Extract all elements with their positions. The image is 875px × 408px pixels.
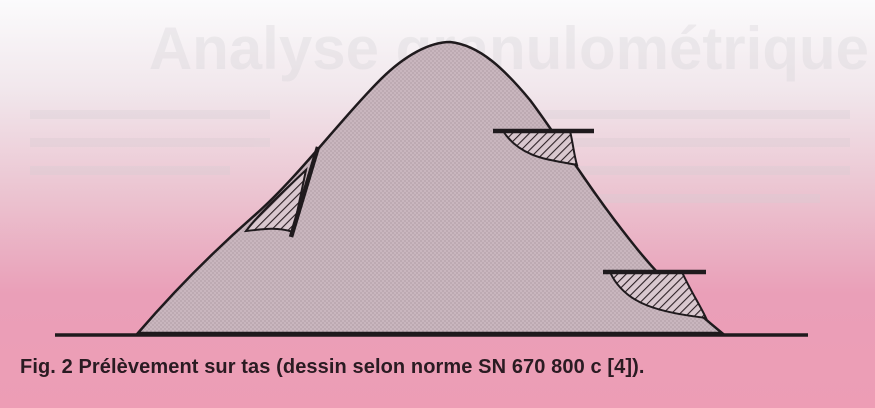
pile-of-material — [135, 40, 726, 335]
sample-area-left — [243, 167, 308, 234]
figure-caption: Fig. 2 Prélèvement sur tas (dessin selon… — [20, 356, 645, 378]
sample-area-top-right — [501, 130, 579, 167]
sampling-plate-left — [288, 146, 321, 238]
sample-area-bottom-right — [608, 271, 708, 320]
background-heading: Analyse granulométrique — [148, 15, 869, 82]
